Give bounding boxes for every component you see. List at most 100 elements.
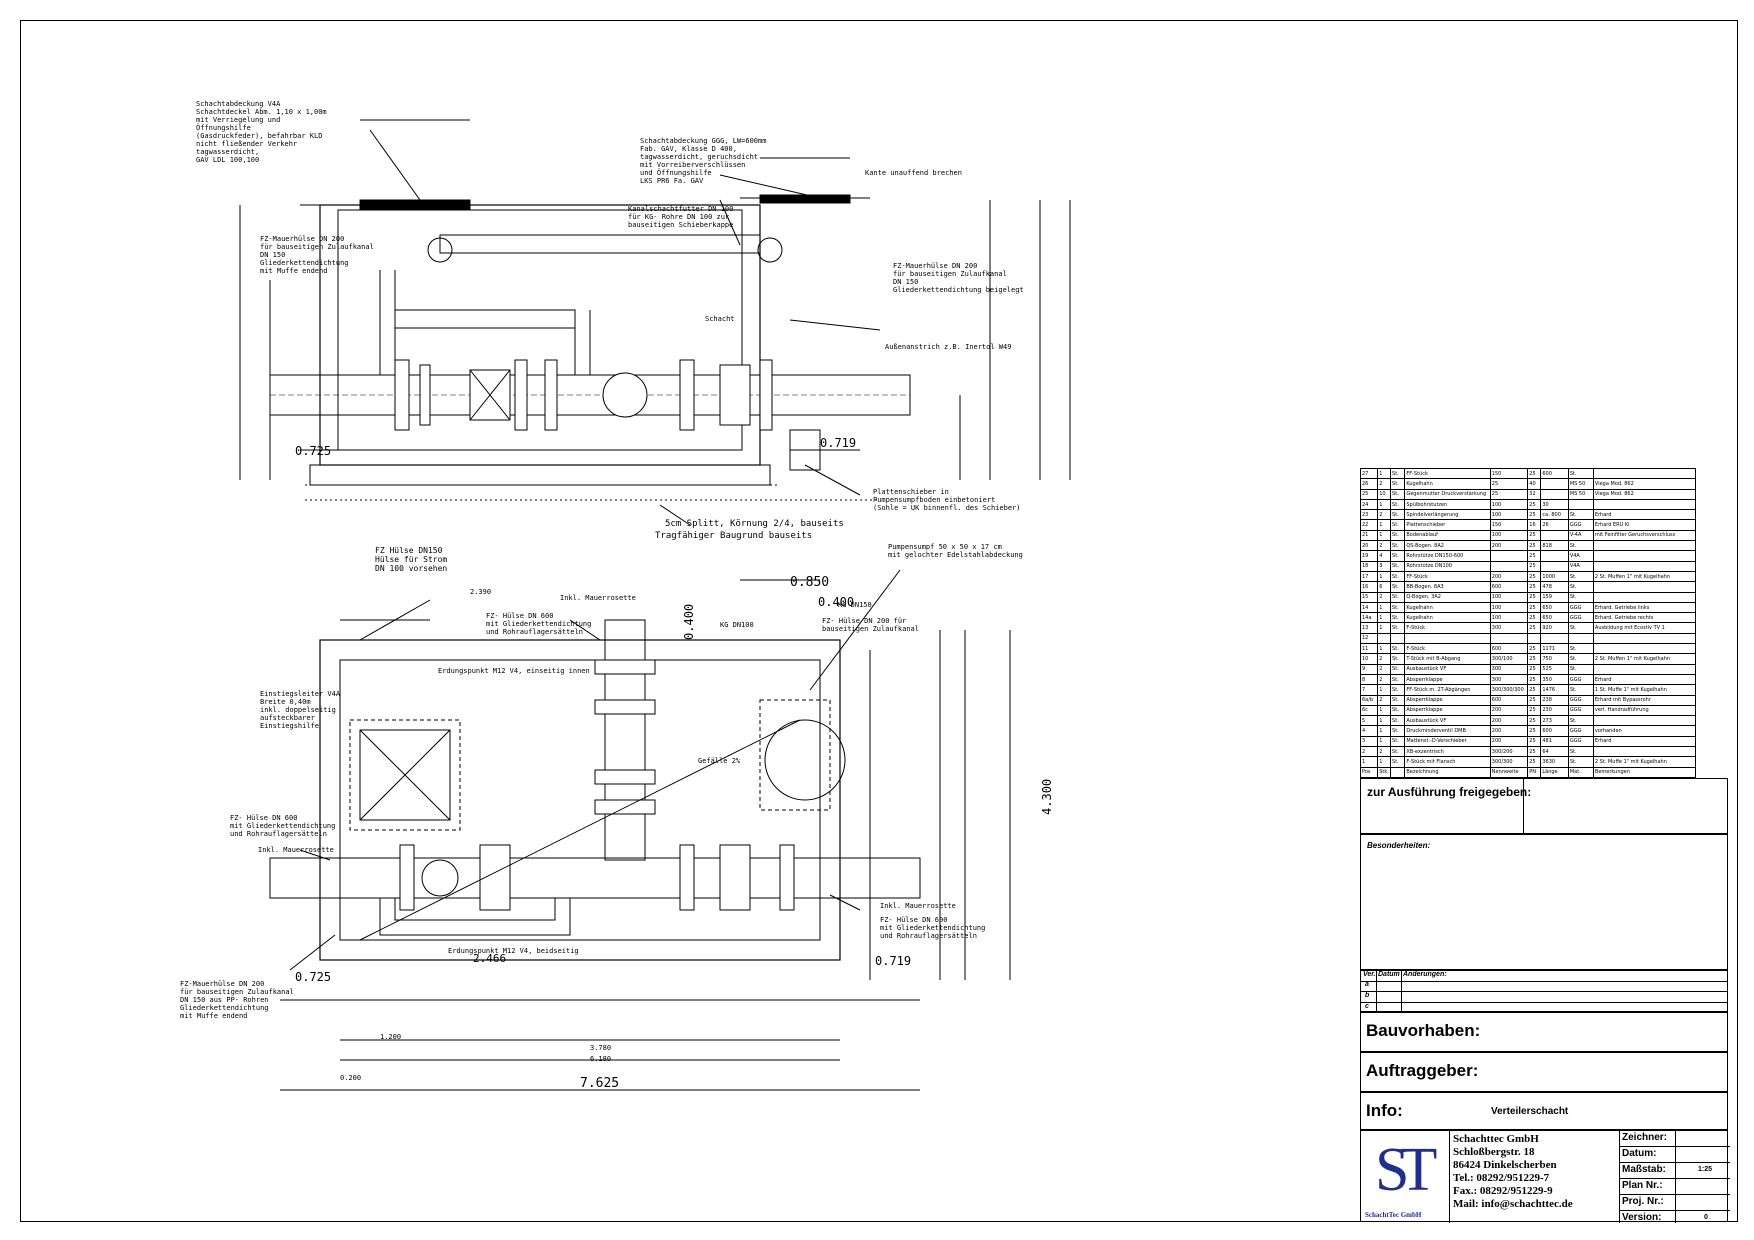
dim-2466: 2.466 — [473, 952, 507, 965]
parts-cell: GGG — [1567, 673, 1594, 686]
parts-cell — [1489, 632, 1529, 645]
parts-cell: GGG — [1567, 704, 1594, 717]
parts-cell: 2 St. Muffen 1" mit Kugelhahn — [1592, 570, 1697, 583]
parts-cell: St. — [1567, 663, 1594, 675]
parts-cell: St. — [1567, 653, 1594, 665]
parts-cell: 1 — [1377, 715, 1392, 727]
parts-cell: St. — [1390, 467, 1406, 480]
parts-cell: BB-Bogen. 8A3 — [1404, 581, 1491, 593]
release-label: zur Ausführung freigegeben: — [1367, 785, 1532, 799]
parts-cell: St. — [1390, 591, 1406, 603]
parts-cell: 25 — [1527, 529, 1542, 542]
parts-cell — [1592, 632, 1697, 645]
parts-cell: St. — [1567, 467, 1594, 480]
parts-cell: 1 — [1377, 570, 1392, 583]
parts-cell: St. — [1390, 478, 1406, 490]
parts-cell: St. — [1390, 663, 1406, 675]
parts-cell: 1 — [1377, 529, 1392, 542]
parts-cell: GGG — [1567, 725, 1594, 737]
parts-cell — [1592, 550, 1697, 562]
parts-row: 12 — [1359, 632, 1697, 645]
parts-cell — [1540, 529, 1569, 542]
parts-cell: ca. 800 — [1540, 509, 1569, 521]
special-box: Besonderheiten: — [1360, 834, 1728, 970]
wall-rosette-note: Inkl. Mauerrosette — [560, 594, 636, 602]
parts-cell: Absperrklappe — [1404, 673, 1491, 686]
parts-cell: 8 — [1359, 673, 1379, 686]
parts-cell — [1390, 632, 1406, 645]
parts-cell: St. — [1390, 694, 1406, 706]
parts-cell: St. — [1390, 601, 1406, 614]
parts-cell: Spülbohrstutzen — [1404, 498, 1491, 511]
parts-cell: 300 — [1489, 663, 1529, 675]
change-row-a: a — [1361, 981, 1727, 992]
parts-cell: GGG — [1567, 601, 1594, 614]
parts-cell: 17 — [1359, 570, 1379, 583]
parts-cell: 2 — [1377, 509, 1392, 521]
parts-cell: 7 — [1359, 684, 1379, 696]
parts-cell: V4A — [1567, 550, 1594, 562]
logo: ST SchachtTec GmbH — [1361, 1131, 1450, 1223]
version-value: 0 — [1704, 1214, 1708, 1221]
parts-cell: 22 — [1359, 519, 1379, 531]
parts-cell: 1000 — [1540, 570, 1569, 583]
changes-head-date: Datum — [1378, 971, 1400, 978]
parts-cell: Länge — [1540, 766, 1569, 778]
parts-cell: 300/200 — [1489, 746, 1529, 758]
parts-cell: 3630 — [1540, 756, 1569, 768]
parts-cell: St. — [1390, 653, 1406, 665]
info-value: Verteilerschacht — [1491, 1106, 1569, 1117]
parts-cell: 26 — [1359, 478, 1379, 490]
bauvorhaben-label: Bauvorhaben: — [1366, 1021, 1481, 1040]
parts-cell: Pos — [1359, 766, 1379, 778]
dn150-label: KG DN150 — [838, 601, 872, 609]
parts-cell: 2 — [1377, 663, 1392, 675]
left-rosette-note: Inkl. Mauerrosette — [258, 846, 334, 854]
parts-cell: 25 — [1527, 643, 1542, 655]
parts-cell: St. — [1390, 643, 1406, 655]
massstab-value: 1:25 — [1698, 1166, 1713, 1173]
parts-cell: GGG — [1567, 612, 1594, 624]
dim-0719-section: 0.719 — [820, 436, 857, 450]
parts-cell: St. — [1390, 622, 1406, 634]
parts-cell: St. — [1567, 570, 1594, 583]
parts-cell — [1592, 581, 1697, 593]
parts-cell: 600 — [1489, 643, 1529, 655]
plan-view — [269, 569, 1011, 1091]
parts-cell: Rohrstütze DN100 — [1404, 560, 1491, 572]
parts-cell: Plattenschieber — [1404, 519, 1491, 531]
parts-cell: Bemerkungen — [1592, 766, 1697, 778]
dim-0400: 0.400 — [818, 595, 855, 609]
parts-cell: St. — [1390, 509, 1406, 521]
parts-cell: Rohrstütze DN150-600 — [1404, 550, 1491, 562]
parts-cell: St. — [1390, 581, 1406, 593]
parts-cell — [1404, 632, 1491, 645]
parts-cell: Q-Bogen. 3A2 — [1404, 591, 1491, 603]
parts-cell: 478 — [1540, 581, 1569, 593]
parts-cell: 25 — [1359, 488, 1379, 500]
parts-cell: St. — [1567, 643, 1594, 655]
parts-cell: 25 — [1527, 715, 1542, 727]
parts-cell: 13 — [1359, 622, 1379, 634]
parts-cell: 350 — [1540, 673, 1569, 686]
parts-cell — [1489, 550, 1529, 562]
parts-cell: 2 — [1377, 591, 1392, 603]
parts-cell: FF-Stück — [1404, 467, 1491, 480]
dim-1200: 1.200 — [380, 1033, 402, 1041]
parts-cell: 3 — [1359, 735, 1379, 748]
company-mail: Mail: info@schachttec.de — [1453, 1198, 1573, 1210]
parts-cell: 25 — [1527, 550, 1542, 562]
parts-cell: Kugelhahn — [1404, 612, 1491, 624]
parts-cell: V4A — [1567, 560, 1594, 572]
cover-note: Schachtabdeckung GGG, LW=600mm Fab. GAV,… — [640, 137, 767, 186]
parts-cell — [1567, 632, 1594, 645]
wall-sleeve-left-note: FZ-Mauerhülse DN 200 für bauseitigen Zul… — [260, 235, 374, 276]
parts-cell: GGG — [1567, 519, 1594, 531]
